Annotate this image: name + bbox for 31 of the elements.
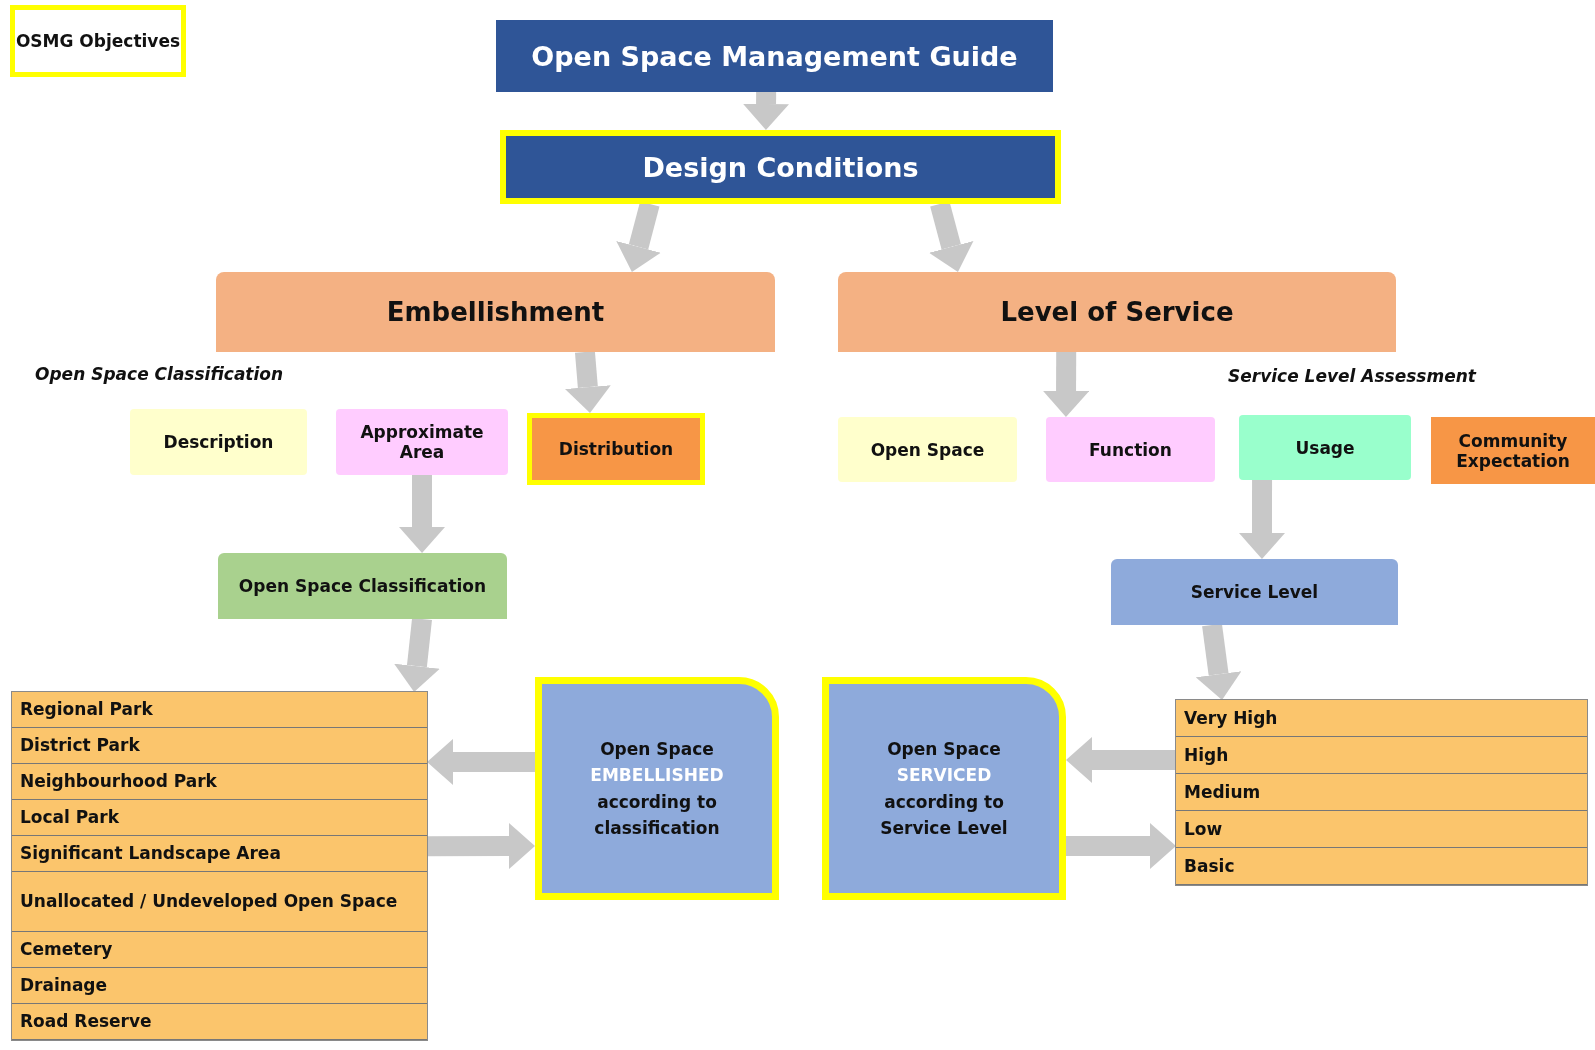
category-box: Level of Service <box>838 272 1396 352</box>
block-arrow <box>1066 823 1176 869</box>
block-arrow <box>394 617 440 692</box>
block-arrow <box>427 738 535 785</box>
block-arrow <box>1043 351 1090 417</box>
criterion-box: Function <box>1046 417 1215 482</box>
objectives-box: OSMG Objectives <box>10 5 186 77</box>
list-panel <box>12 692 427 1040</box>
criterion-box: Community Expectation <box>1431 417 1595 484</box>
process-box: Open Space Classification <box>218 553 507 619</box>
process-box: Design Conditions <box>500 130 1061 204</box>
criterion-box: Distribution <box>527 413 705 485</box>
criterion-box: Usage <box>1239 415 1411 480</box>
block-arrow <box>743 91 790 130</box>
block-arrow <box>427 823 535 870</box>
block-arrow <box>399 475 445 553</box>
block-arrow <box>1239 479 1285 559</box>
block-arrow <box>1195 623 1242 700</box>
category-box: Embellishment <box>216 272 775 352</box>
process-box: Service Level <box>1111 559 1398 625</box>
block-arrow <box>564 351 611 413</box>
criterion-box: Open Space <box>838 417 1017 482</box>
outcome-box: Open Space SERVICED according to Service Level <box>822 677 1066 900</box>
section-heading: Service Level Assessment <box>1228 366 1476 386</box>
criterion-box: Approximate Area <box>336 409 508 475</box>
criterion-box: Description <box>130 409 307 475</box>
outcome-box: Open Space EMBELLISHED according to classification <box>535 677 779 900</box>
block-arrow <box>1066 736 1176 783</box>
section-heading: Open Space Classification <box>35 364 284 384</box>
title-box: Open Space Management Guide <box>496 20 1053 92</box>
list-panel <box>1176 700 1587 885</box>
